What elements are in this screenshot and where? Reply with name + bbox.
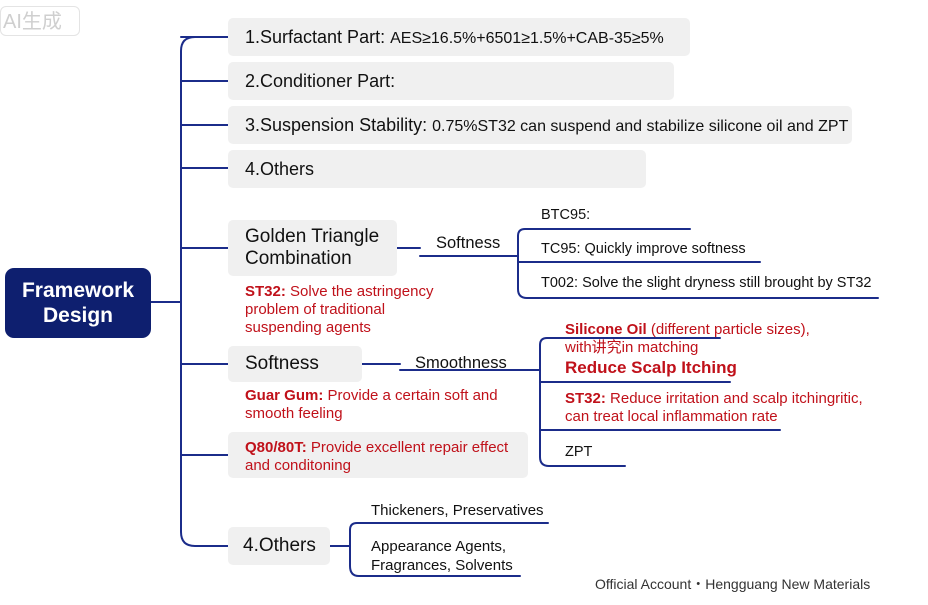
note-st32-suspending: ST32: Solve the astringency problem of t… [245,283,455,337]
softness-connector-smoothness: Smoothness [415,354,507,372]
note-guar-gum: Guar Gum: Provide a certain soft and smo… [245,387,515,423]
root-line-2: Design [42,304,113,327]
guar-text: Provide a certain soft and smooth feelin… [245,387,498,422]
note-st32-text: Solve the astringency problem of traditi… [245,283,434,336]
golden-triangle-line-1: Golden Triangle [245,226,380,247]
leaf-silicone-oil: Silicone Oil (different particle sizes),… [565,321,830,357]
branch-surfactant: 1.Surfactant Part: AES≥16.5%+6501≥1.5%+C… [228,18,690,56]
silicone-key: Silicone Oil [565,321,647,338]
branch-suspension: 3.Suspension Stability: 0.75%ST32 can su… [228,106,852,144]
branch-conditioner: 2.Conditioner Part: [228,62,674,100]
note-st32-key: ST32: [245,283,286,300]
st32-itching-key: ST32: [565,390,606,407]
branch-q80-box [228,432,528,478]
branch-others-bottom: 4.Others [228,527,330,565]
surfactant-title: 1.Surfactant Part: [245,27,386,47]
leaf-t002: T002: Solve the slight dryness still bro… [541,275,872,291]
root-node-framework-design: Framework Design [5,268,151,338]
golden-triangle-connector-softness: Softness [436,234,501,252]
root-line-1: Framework [21,279,135,302]
reduce-scalp-itching-label: Reduce Scalp Itching [565,358,737,377]
softness-title: Softness [245,353,319,374]
silicone-text: (different particle sizes), with讲究in mat… [565,321,810,356]
footer-official-account: Official Account・Hengguang New Materials [595,576,871,592]
st32-itching-text: Reduce irritation and scalp itchingritic… [565,390,863,425]
branch-softness: Softness [228,346,362,382]
suspension-detail: 0.75%ST32 can suspend and stabilize sili… [432,118,849,135]
leaf-btc95: BTC95: [541,207,591,223]
surfactant-detail: AES≥16.5%+6501≥1.5%+CAB-35≥5% [390,30,664,47]
suspension-title: 3.Suspension Stability: [245,115,428,135]
branch-others-top: 4.Others [228,150,646,188]
q80-text: Provide excellent repair effect and cond… [245,439,509,474]
ai-generated-watermark: AI生成 [0,6,80,36]
golden-triangle-line-2: Combination [245,248,352,269]
others-top-title: 4.Others [245,159,315,179]
branch-golden-triangle: Golden Triangle Combination [228,220,397,276]
leaf-appearance-agents: Appearance Agents, Fragrances, Solvents [371,538,513,574]
leaf-thickeners: Thickeners, Preservatives [371,502,544,519]
leaf-st32-itching: ST32: Reduce irritation and scalp itchin… [565,390,875,426]
leaf-zpt: ZPT [565,444,593,460]
others-bottom-title: 4.Others [243,535,316,556]
leaf-tc95: TC95: Quickly improve softness [541,241,746,257]
conditioner-title: 2.Conditioner Part: [245,71,396,91]
q80-key: Q80/80T: [245,439,307,456]
note-q80: Q80/80T: Provide excellent repair effect… [245,439,527,475]
guar-key: Guar Gum: [245,387,324,404]
